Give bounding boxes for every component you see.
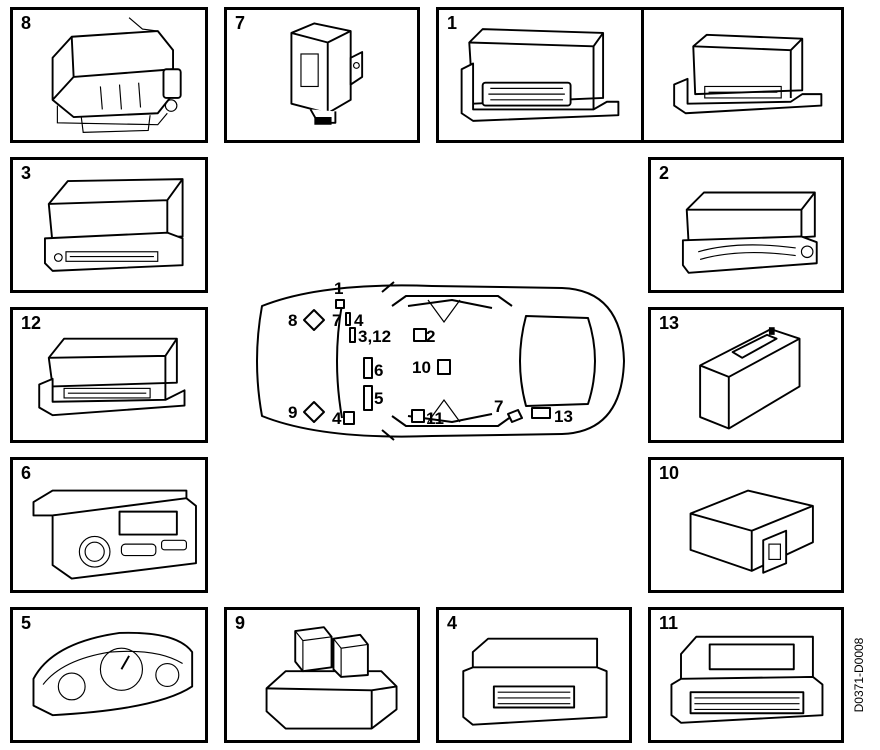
panel-number: 11 bbox=[659, 613, 679, 633]
callout-8: 8 bbox=[288, 311, 297, 330]
panel-7-relay: 7 bbox=[224, 7, 420, 143]
callout-10: 10 bbox=[412, 358, 431, 377]
panel-5-instrument-cluster: 5 bbox=[10, 607, 208, 743]
ecu-illustration bbox=[38, 337, 186, 417]
callout-4-lower: 4 bbox=[332, 409, 342, 428]
ecu-illustration bbox=[460, 28, 620, 122]
ecu-illustration bbox=[670, 635, 824, 724]
panel-3-ecu: 3 bbox=[10, 157, 208, 293]
display-unit-illustration bbox=[32, 489, 197, 580]
ecu-illustration bbox=[44, 178, 184, 272]
relay-box-illustration bbox=[265, 626, 398, 730]
location-marker-7-rear bbox=[507, 409, 523, 423]
panel-number: 3 bbox=[21, 163, 32, 183]
ecu-rear-illustration bbox=[673, 33, 823, 115]
panel-number: 6 bbox=[21, 463, 32, 483]
callout-7: 7 bbox=[332, 311, 341, 330]
relay-module-illustration bbox=[290, 22, 364, 125]
instrument-cluster-illustration bbox=[32, 631, 194, 717]
panel-11-ecu: 11 bbox=[648, 607, 844, 743]
callout-1: 1 bbox=[334, 279, 343, 298]
panel-number: 12 bbox=[21, 313, 42, 333]
location-marker-3-12 bbox=[349, 327, 356, 343]
module-illustration bbox=[689, 489, 814, 574]
drawing-code-text: D0371-D0008 bbox=[852, 637, 866, 713]
panel-1-ecu-front: 1 bbox=[436, 7, 644, 143]
panel-4-ecu: 4 bbox=[436, 607, 632, 743]
panel-10-module: 10 bbox=[648, 457, 844, 593]
location-marker-2 bbox=[413, 328, 427, 342]
location-marker-4-lower bbox=[343, 411, 355, 425]
panel-number: 2 bbox=[659, 163, 670, 183]
panel-number: 10 bbox=[659, 463, 680, 483]
panel-1-ecu-rear bbox=[641, 7, 844, 143]
location-marker-9 bbox=[303, 401, 325, 423]
panel-9-relay-box: 9 bbox=[224, 607, 420, 743]
location-marker-11 bbox=[411, 409, 425, 423]
panel-number: 9 bbox=[235, 613, 246, 633]
module-illustration bbox=[699, 327, 801, 430]
car-top-view-diagram: 1 7 4 8 3,12 2 6 10 5 9 4 11 7 13 bbox=[232, 276, 632, 446]
location-marker-6 bbox=[363, 357, 373, 379]
panel-number: 8 bbox=[21, 13, 32, 33]
panel-12-ecu: 12 bbox=[10, 307, 208, 443]
panel-13-module: 13 bbox=[648, 307, 844, 443]
control-unit-with-relay-illustration bbox=[51, 17, 182, 133]
callout-3-12: 3,12 bbox=[358, 327, 391, 346]
panel-number: 1 bbox=[447, 13, 458, 33]
callout-13: 13 bbox=[554, 407, 573, 426]
callout-4: 4 bbox=[354, 311, 364, 330]
location-marker-1 bbox=[335, 299, 345, 309]
location-marker-13 bbox=[531, 407, 551, 419]
location-marker-7 bbox=[345, 312, 351, 326]
panel-6-display: 6 bbox=[10, 457, 208, 593]
callout-2: 2 bbox=[426, 327, 435, 346]
callout-5: 5 bbox=[374, 389, 383, 408]
callout-9: 9 bbox=[288, 403, 297, 422]
panel-number: 7 bbox=[235, 13, 246, 33]
callout-11: 11 bbox=[426, 409, 444, 428]
drawing-code-label: D0371-D0008 bbox=[848, 608, 870, 742]
car-outline: 1 7 4 8 3,12 2 6 10 5 9 4 11 7 13 bbox=[256, 279, 625, 441]
panel-2-ecu: 2 bbox=[648, 157, 844, 293]
callout-6: 6 bbox=[374, 361, 383, 380]
panel-number: 4 bbox=[447, 613, 458, 633]
location-marker-8 bbox=[303, 309, 325, 331]
panel-number: 13 bbox=[659, 313, 680, 333]
callout-7-rear: 7 bbox=[494, 397, 503, 416]
location-marker-5 bbox=[363, 385, 373, 411]
ecu-illustration bbox=[462, 637, 608, 726]
panel-number: 5 bbox=[21, 613, 32, 633]
ecu-illustration bbox=[681, 191, 818, 274]
panel-8-control-unit: 8 bbox=[10, 7, 208, 143]
location-marker-10 bbox=[437, 359, 451, 375]
